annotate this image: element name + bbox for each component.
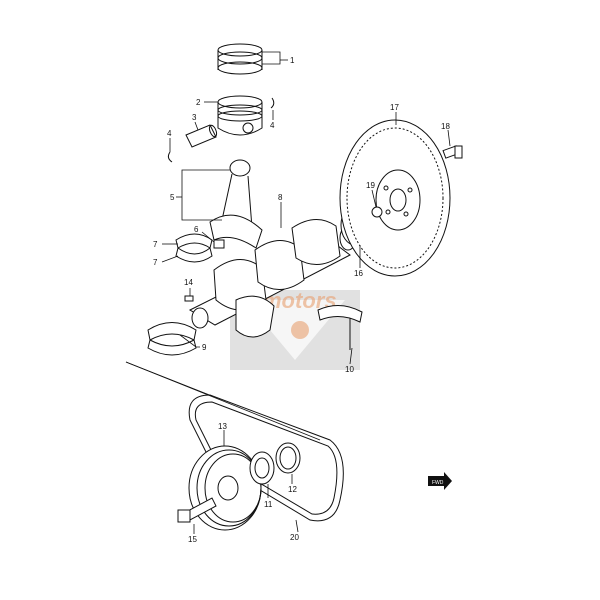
orientation-badge: FWD <box>428 472 452 490</box>
callout-9: 9 <box>202 343 207 352</box>
callout-6: 6 <box>194 225 199 234</box>
callout-15: 15 <box>188 535 197 544</box>
orientation-badge-text: FWD <box>432 480 444 486</box>
flywheel <box>339 119 451 277</box>
timing-belt <box>188 394 344 522</box>
callout-5: 5 <box>170 193 175 202</box>
callout-17: 17 <box>390 103 399 112</box>
piston-rings <box>217 43 263 75</box>
callout-14: 14 <box>184 278 193 287</box>
circlip-right <box>270 97 275 109</box>
callout-3: 3 <box>192 113 197 122</box>
circlip-left <box>167 151 173 163</box>
callout-18: 18 <box>441 122 450 131</box>
main-bearing-lower <box>147 339 197 356</box>
callout-7a: 7 <box>153 240 158 249</box>
callout-1: 1 <box>290 56 295 65</box>
callout-13: 13 <box>218 422 227 431</box>
flywheel-bolt <box>442 145 463 159</box>
thrust-bearing <box>317 305 363 350</box>
callout-11: 11 <box>264 500 273 509</box>
callout-20: 20 <box>290 533 299 542</box>
main-bearing-upper <box>147 322 197 341</box>
callout-2: 2 <box>196 98 201 107</box>
piston-pin <box>185 124 218 148</box>
callout-19: 19 <box>366 181 375 190</box>
connecting-rod <box>209 159 263 249</box>
pulley-bolt <box>177 497 217 523</box>
callout-8: 8 <box>278 193 283 202</box>
leader-lines <box>125 51 451 534</box>
rod-bearing-lower <box>175 247 213 263</box>
callout-16: 16 <box>354 269 363 278</box>
callouts: 1 2 3 4 4 5 6 7 7 8 9 10 11 12 13 14 15 … <box>153 56 450 544</box>
callout-4a: 4 <box>167 129 172 138</box>
rod-bolt <box>213 239 225 249</box>
callout-4b: 4 <box>270 121 275 130</box>
callout-10: 10 <box>345 365 354 374</box>
callout-12: 12 <box>288 485 297 494</box>
crank-key <box>184 295 194 302</box>
timing-sprocket <box>275 442 301 474</box>
callout-7b: 7 <box>153 258 158 267</box>
front-oil-seal <box>249 451 275 485</box>
crankshaft-pulley <box>188 445 262 531</box>
piston <box>217 95 263 136</box>
pilot-bearing <box>371 206 383 218</box>
